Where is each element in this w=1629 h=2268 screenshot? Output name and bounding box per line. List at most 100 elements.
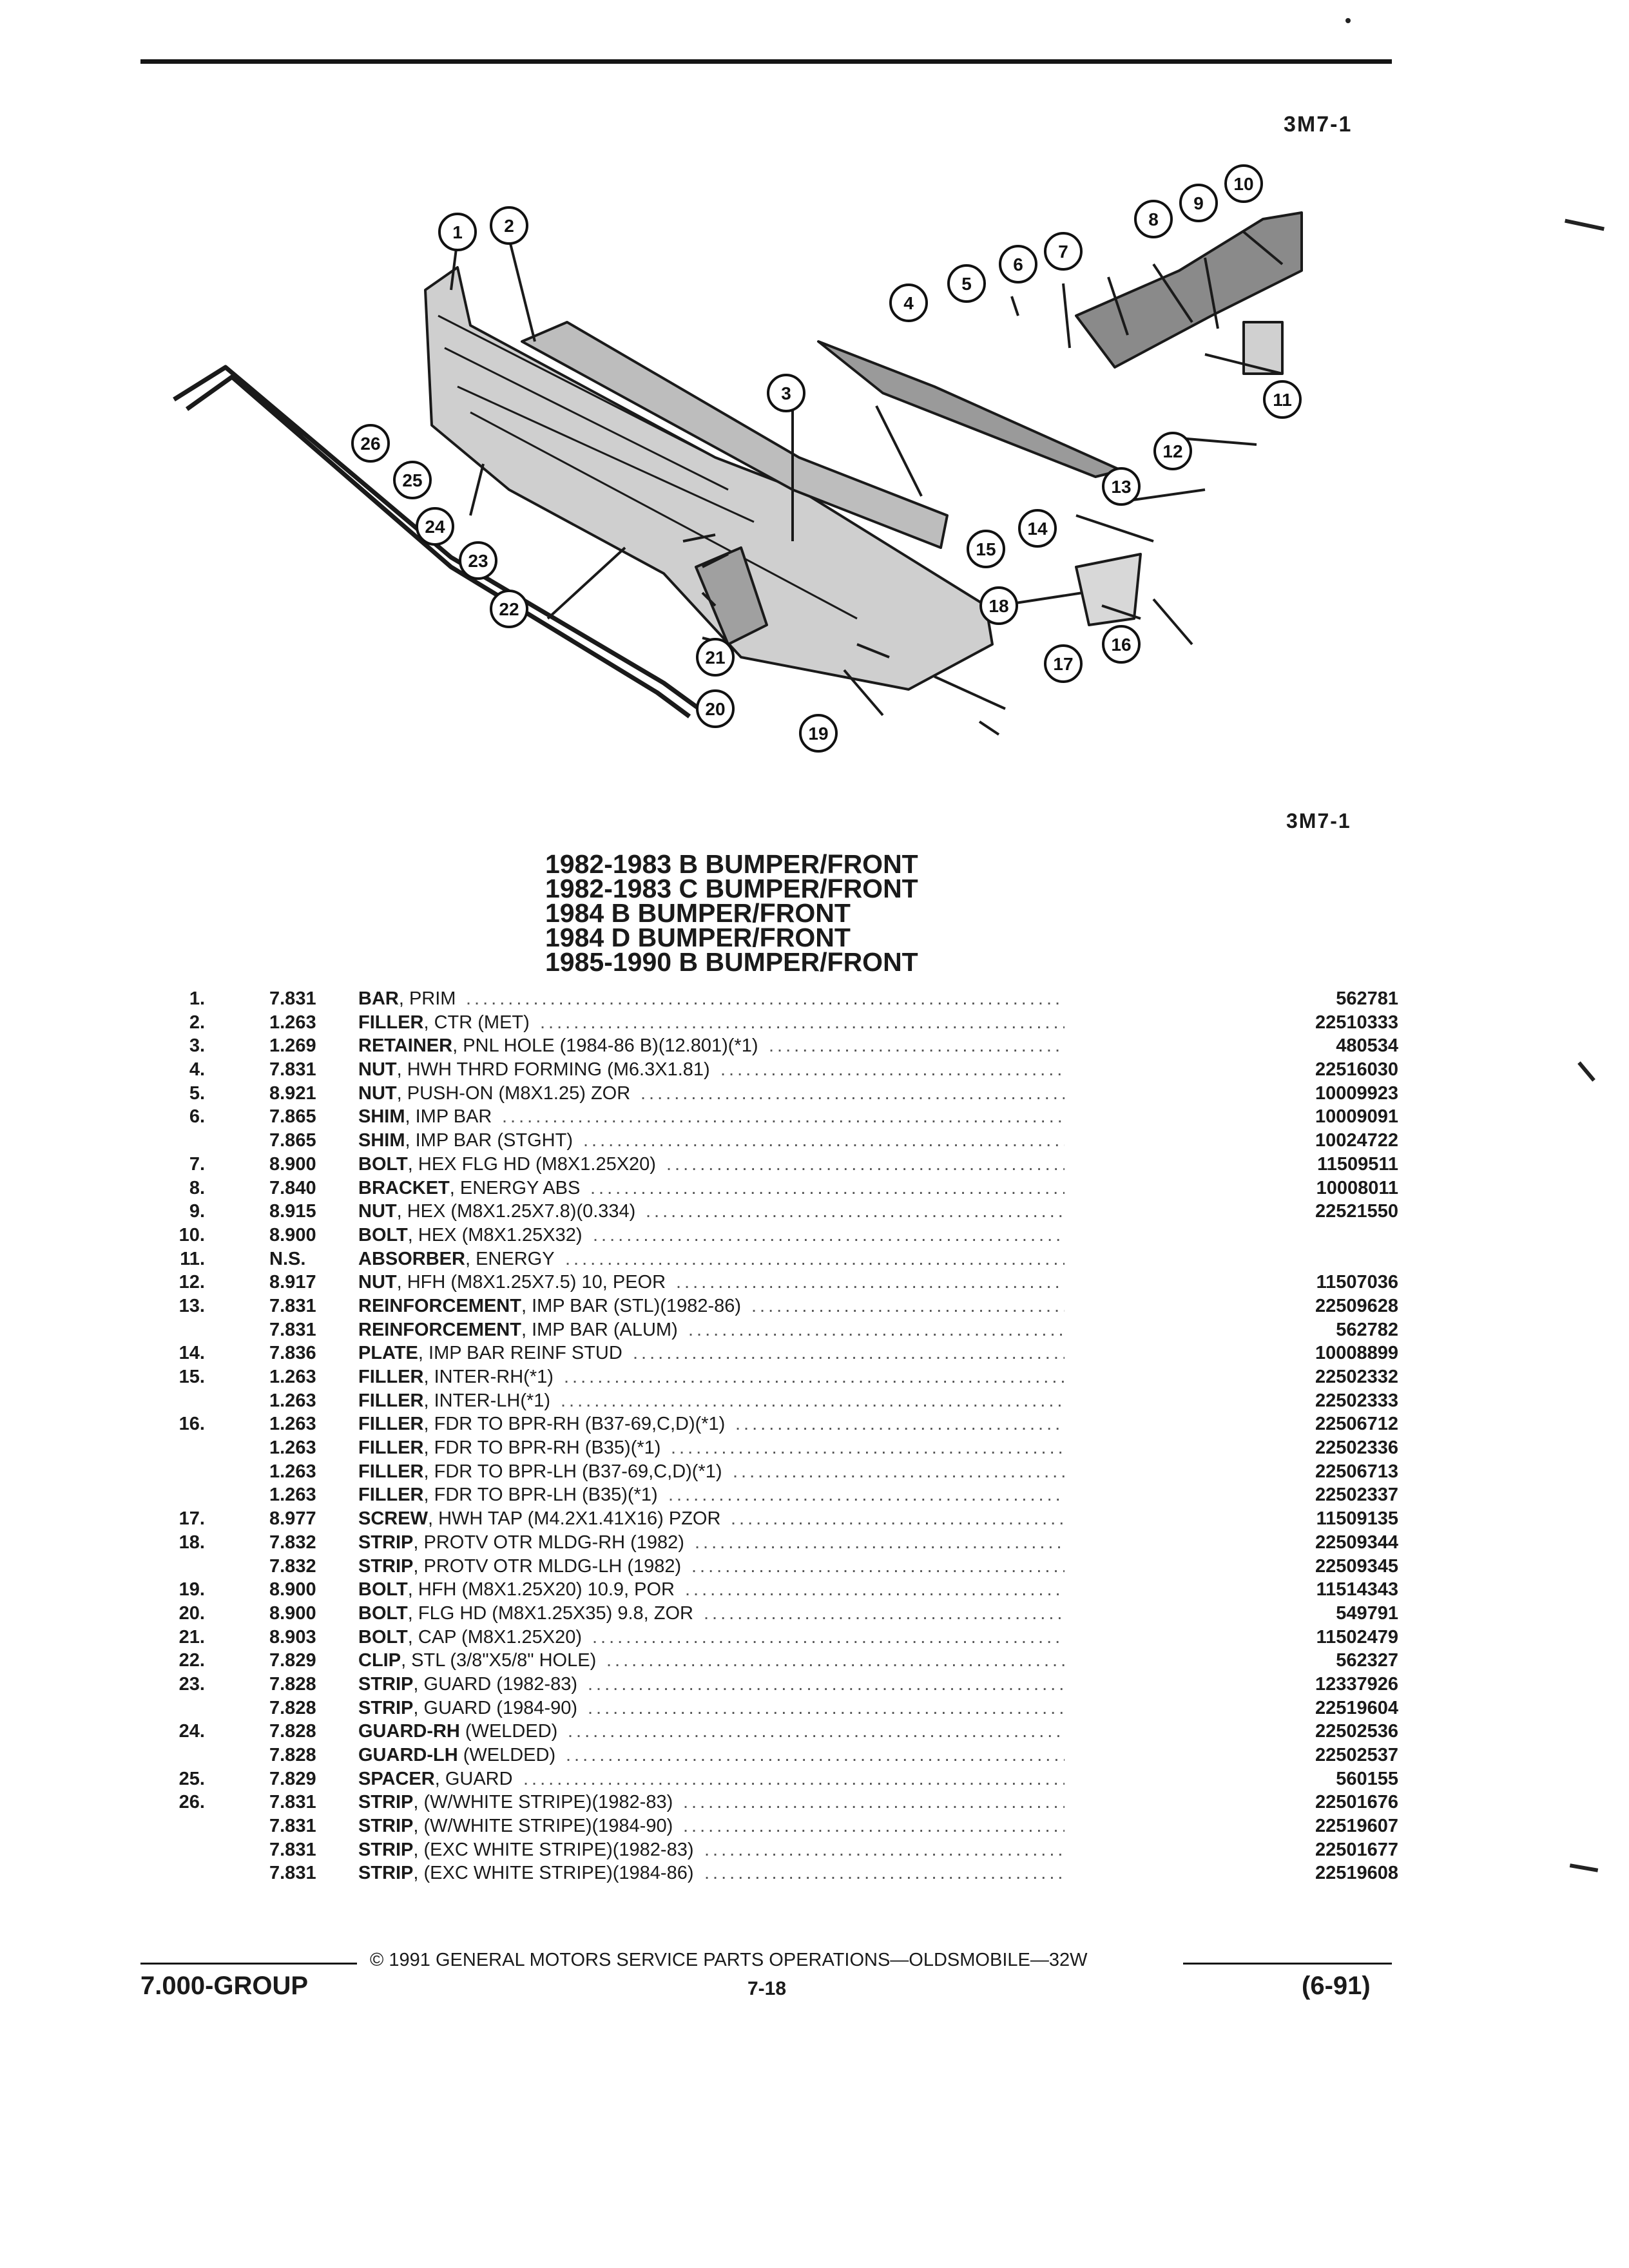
ref-number: 2.: [189, 1012, 205, 1033]
part-description: BOLT, HEX FLG HD (M8X1.25X20): [358, 1152, 664, 1177]
part-description: ABSORBER, ENERGY: [358, 1247, 563, 1271]
svg-text:8: 8: [1148, 209, 1159, 229]
part-name: FILLER: [358, 1437, 424, 1459]
callout-12: 12: [1153, 432, 1192, 470]
part-row: ........................................…: [0, 1176, 1629, 1200]
part-number: 22502337: [1307, 1483, 1398, 1508]
ref-number: 15.: [178, 1367, 205, 1387]
ref-number: 8.: [189, 1177, 205, 1198]
part-description: BAR, PRIM: [358, 987, 464, 1011]
ref-number: 18.: [178, 1532, 205, 1553]
part-number: 10008011: [1308, 1176, 1398, 1200]
ref-number: 13.: [178, 1295, 205, 1316]
group-number: 7.831: [269, 1319, 316, 1340]
callout-2: 2: [490, 206, 528, 245]
group-number: 7.865: [269, 1130, 316, 1151]
part-number: 22519604: [1307, 1696, 1398, 1720]
part-name: STRIP: [358, 1839, 414, 1860]
part-description: SHIM, IMP BAR (STGHT): [358, 1129, 581, 1153]
part-description: SHIM, IMP BAR: [358, 1105, 500, 1129]
part-row: ........................................…: [0, 1791, 1629, 1815]
leader-dots: ........................................…: [646, 1201, 1065, 1222]
svg-text:24: 24: [425, 517, 445, 537]
ref-number: 7.: [189, 1153, 205, 1175]
part-name: BOLT: [358, 1224, 408, 1245]
ref-number: 1.: [189, 988, 205, 1009]
leader-dots: ........................................…: [671, 1437, 1065, 1459]
part-detail: , IMP BAR (STL)(1982-86): [521, 1295, 742, 1316]
part-detail: (WELDED): [459, 1721, 558, 1742]
part-number: 22506712: [1307, 1412, 1398, 1437]
part-name: REINFORCEMENT: [358, 1295, 521, 1316]
part-description: FILLER, FDR TO BPR-LH (B37-69,C,D)(*1): [358, 1459, 730, 1484]
part-description: BRACKET, ENERGY ABS: [358, 1176, 588, 1200]
part-row: ........................................…: [0, 1483, 1629, 1508]
part-number: 562782: [1328, 1318, 1398, 1342]
callout-21: 21: [696, 638, 735, 677]
part-description: FILLER, CTR (MET): [358, 1010, 537, 1035]
leader-dots: ........................................…: [676, 1272, 1065, 1293]
part-name: STRIP: [358, 1673, 414, 1695]
part-row: ........................................…: [0, 1861, 1629, 1886]
ref-number: 10.: [178, 1224, 205, 1245]
part-description: SPACER, GUARD: [358, 1767, 521, 1791]
ref-number: 6.: [189, 1106, 205, 1128]
part-detail: , INTER-LH(*1): [423, 1390, 551, 1411]
part-detail: , HFH (M8X1.25X7.5) 10, PEOR: [396, 1272, 666, 1293]
svg-text:9: 9: [1193, 193, 1204, 213]
svg-text:4: 4: [903, 293, 914, 313]
callout-25: 25: [393, 461, 432, 499]
ref-number: 14.: [178, 1343, 205, 1364]
ref-number: 4.: [189, 1059, 205, 1081]
group-number: 1.263: [269, 1437, 316, 1459]
svg-text:19: 19: [808, 724, 828, 744]
part-row: ........................................…: [0, 1507, 1629, 1531]
part-number: 22501676: [1307, 1791, 1398, 1815]
group-number: 8.903: [269, 1626, 316, 1648]
svg-text:7: 7: [1058, 242, 1068, 262]
part-description: BOLT, FLG HD (M8X1.25X35) 9.8, ZOR: [358, 1601, 701, 1626]
svg-text:6: 6: [1013, 255, 1023, 274]
part-name: BOLT: [358, 1153, 408, 1175]
group-number: 8.900: [269, 1579, 316, 1600]
leader-dots: ........................................…: [731, 1508, 1065, 1530]
part-row: ........................................…: [0, 1034, 1629, 1059]
part-name: FILLER: [358, 1485, 424, 1506]
leader-dots: ........................................…: [704, 1863, 1065, 1884]
svg-text:20: 20: [705, 699, 725, 719]
part-name: STRIP: [358, 1792, 414, 1813]
leader-dots: ........................................…: [735, 1414, 1065, 1435]
part-number: 11509511: [1309, 1152, 1398, 1177]
part-number: 562327: [1328, 1649, 1398, 1673]
leader-dots: ........................................…: [540, 1012, 1065, 1033]
part-detail: , HFH (M8X1.25X20) 10.9, POR: [407, 1579, 675, 1600]
group-number: 1.263: [269, 1390, 316, 1411]
leader-dots: ........................................…: [564, 1367, 1065, 1387]
part-detail: , FDR TO BPR-RH (B35)(*1): [423, 1437, 661, 1459]
callout-10: 10: [1224, 164, 1263, 203]
part-detail: , INTER-RH(*1): [423, 1367, 554, 1387]
part-row: ........................................…: [0, 1389, 1629, 1413]
part-detail: , STL (3/8"X5/8" HOLE): [401, 1650, 597, 1671]
callout-14: 14: [1018, 509, 1057, 548]
part-row: ........................................…: [0, 1578, 1629, 1602]
leader-dots: ........................................…: [566, 1745, 1065, 1765]
part-row: ........................................…: [0, 1744, 1629, 1767]
part-description: BOLT, HEX (M8X1.25X32): [358, 1223, 590, 1247]
leader-dots: ........................................…: [588, 1697, 1065, 1718]
part-row: ........................................…: [0, 1672, 1629, 1696]
callout-23: 23: [459, 541, 497, 580]
part-row: ........................................…: [0, 1459, 1629, 1484]
part-detail: , FDR TO BPR-LH (B35)(*1): [423, 1485, 658, 1506]
leader-dots: ........................................…: [688, 1319, 1065, 1340]
callout-11: 11: [1263, 380, 1302, 419]
callout-5: 5: [947, 264, 986, 303]
part-detail: , HEX FLG HD (M8X1.25X20): [407, 1153, 656, 1175]
part-name: STRIP: [358, 1816, 414, 1837]
ref-number: 19.: [178, 1579, 205, 1600]
group-number: 7.831: [269, 1863, 316, 1884]
leader-dots: ........................................…: [583, 1130, 1065, 1151]
group-number: 7.829: [269, 1650, 316, 1671]
group-number: 7.832: [269, 1532, 316, 1553]
part-name: NUT: [358, 1272, 397, 1293]
